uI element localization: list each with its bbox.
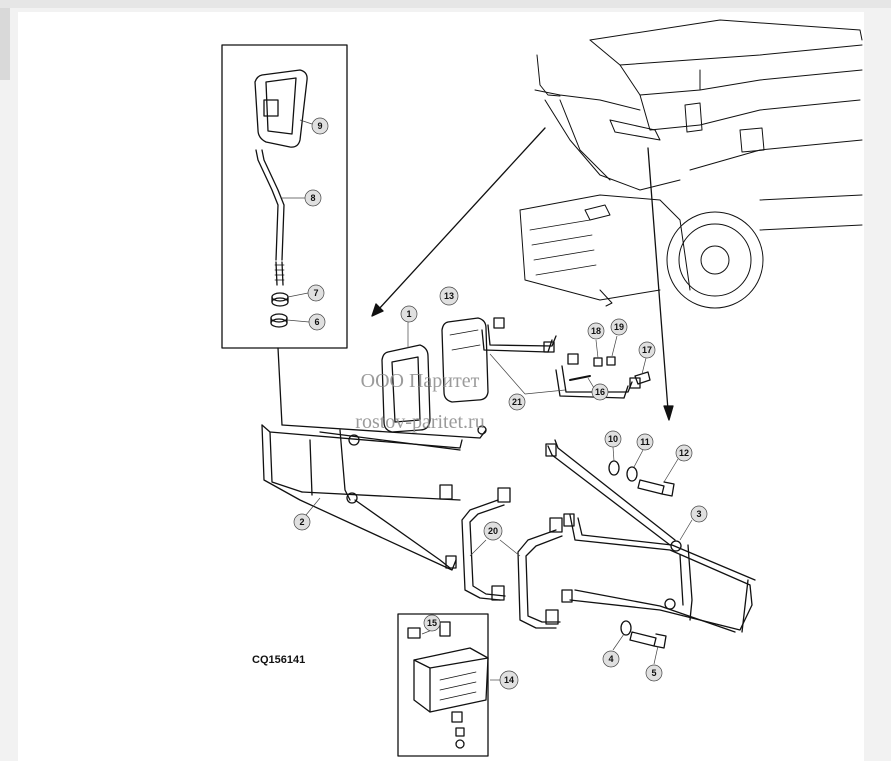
callout-18: 18 <box>587 322 605 359</box>
mirror-head-shape <box>254 69 308 148</box>
svg-text:14: 14 <box>504 675 514 685</box>
callout-15: 15 <box>421 614 441 635</box>
callout-5: 5 <box>645 645 663 682</box>
callout-12: 12 <box>663 444 693 483</box>
svg-text:4: 4 <box>608 654 613 664</box>
left-strip <box>0 8 10 80</box>
svg-text:3: 3 <box>696 509 701 519</box>
callout-21: 21 <box>489 353 566 411</box>
svg-text:12: 12 <box>679 448 689 458</box>
callout-2: 2 <box>293 497 321 531</box>
svg-text:17: 17 <box>642 345 652 355</box>
svg-text:19: 19 <box>614 322 624 332</box>
callout-11: 11 <box>633 433 654 468</box>
svg-text:9: 9 <box>317 121 322 131</box>
callout-3: 3 <box>679 505 708 541</box>
svg-text:8: 8 <box>310 193 315 203</box>
callout-1: 1 <box>400 305 418 348</box>
callout-19: 19 <box>610 318 628 357</box>
callout-16: 16 <box>587 377 609 401</box>
svg-text:10: 10 <box>608 434 618 444</box>
callout-7: 7 <box>287 284 325 302</box>
callout-10: 10 <box>604 430 622 462</box>
svg-text:11: 11 <box>640 437 650 447</box>
top-bar <box>0 0 891 8</box>
watermark-url: rostov-paritet.ru <box>355 411 485 433</box>
callout-13: 13 <box>439 286 459 306</box>
svg-text:20: 20 <box>488 526 498 536</box>
svg-text:6: 6 <box>314 317 319 327</box>
callout-8: 8 <box>282 189 322 207</box>
svg-text:15: 15 <box>427 618 437 628</box>
svg-text:18: 18 <box>591 326 601 336</box>
watermark-company: ООО Паритет <box>360 370 480 392</box>
svg-text:2: 2 <box>299 517 304 527</box>
svg-text:21: 21 <box>512 397 522 407</box>
callout-6: 6 <box>286 313 326 331</box>
callout-20: 20 <box>469 521 521 557</box>
svg-text:1: 1 <box>406 309 411 319</box>
callout-17: 17 <box>638 341 656 375</box>
mirror-detail-frame <box>221 44 348 349</box>
svg-text:7: 7 <box>313 288 318 298</box>
callout-4: 4 <box>602 633 625 668</box>
callout-14: 14 <box>490 670 519 690</box>
svg-text:16: 16 <box>595 387 605 397</box>
figure-id: CQ156141 <box>252 654 306 666</box>
svg-text:5: 5 <box>651 668 656 678</box>
callout-9: 9 <box>299 117 329 135</box>
svg-text:13: 13 <box>444 291 454 301</box>
